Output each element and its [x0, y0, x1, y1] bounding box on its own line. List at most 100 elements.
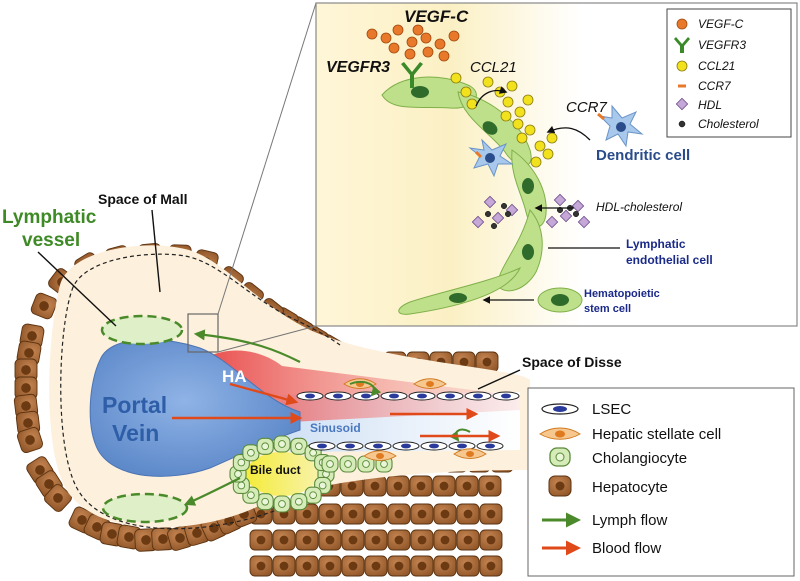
- vegfr3-receptor: [401, 62, 423, 88]
- hepatocyte-nucleus: [256, 561, 266, 571]
- hepatocyte-cell: [410, 529, 434, 551]
- hdl-cholesterol-particles: [471, 193, 591, 229]
- hdl-particle: [471, 215, 485, 229]
- legend-lymph-flow-label: Lymph flow: [592, 512, 667, 529]
- hepatocyte-cell: [14, 376, 38, 400]
- lsec-nucleus: [445, 393, 455, 399]
- hepatocyte-cell: [478, 475, 502, 497]
- inset-panel: VEGF-C VEGFR3 CCL21 CCR7 Dendritic cell …: [315, 2, 798, 327]
- hepatocyte-nucleus: [370, 481, 380, 491]
- bile-duct: [246, 452, 318, 496]
- cholangiocyte-nucleus: [362, 460, 370, 468]
- space-of-mall-label: Space of Mall: [98, 191, 187, 207]
- lsec-nucleus: [333, 393, 343, 399]
- ccl21-dot: [524, 124, 536, 136]
- vegfc-molecules: [366, 24, 460, 62]
- lymph-flow-arrow-lower: [183, 477, 241, 506]
- legend-cholangiocyte-swatch: [549, 447, 571, 467]
- lsec-nucleus: [473, 393, 483, 399]
- dendritic-cell-label: Dendritic cell: [596, 147, 690, 164]
- cholesterol-dot: [491, 222, 498, 229]
- dendritic-cell-left: [468, 138, 514, 178]
- ccl21-dot: [514, 106, 526, 118]
- ccl21-dot: [494, 86, 506, 98]
- ccl21-dot: [530, 156, 542, 168]
- vegfr3-label: VEGFR3: [326, 59, 390, 76]
- hepatocyte-nucleus: [279, 561, 289, 571]
- hepatocyte-cell: [479, 555, 503, 577]
- hepatocyte-nucleus: [371, 561, 381, 571]
- hepatocyte-nucleus: [482, 357, 492, 367]
- vegfc-dot: [404, 48, 416, 60]
- space-of-disse-label: Space of Disse: [522, 354, 622, 370]
- ccl21-dot: [450, 72, 462, 84]
- hepatocyte-nucleus: [486, 509, 496, 519]
- cholesterol-dot: [505, 210, 512, 217]
- hepatocyte-nucleus: [371, 509, 381, 519]
- hepatocyte-nucleus: [394, 535, 404, 545]
- cholangiocyte-nucleus: [278, 500, 286, 508]
- legend-lsec-swatch: [541, 403, 579, 415]
- ccl21-label: CCL21: [470, 59, 517, 76]
- hepatocyte-cell: [295, 555, 319, 577]
- hepatocyte-cell: [341, 529, 365, 551]
- legend-blood-flow-label: Blood flow: [592, 540, 661, 557]
- hepatocyte-nucleus: [348, 561, 358, 571]
- hepatocyte-nucleus: [107, 529, 117, 539]
- ccl21-dot: [502, 96, 514, 108]
- hdl-particle: [491, 211, 505, 225]
- lymphatic-vessel-lower: [101, 492, 189, 524]
- lsec-nucleus: [457, 443, 467, 449]
- hsc-label-1: Hematopoietic: [584, 288, 660, 300]
- hepatocyte-cell: [44, 484, 72, 512]
- hdl-cholesterol-label: HDL-cholesterol: [596, 200, 682, 214]
- hepatocyte-nucleus: [486, 561, 496, 571]
- hepatocyte-nucleus: [348, 509, 358, 519]
- hdl-particle: [577, 215, 591, 229]
- hepatocyte-nucleus: [92, 522, 102, 532]
- hepatocyte-cell: [433, 529, 457, 551]
- legend-hepatocyte-swatch: [548, 475, 572, 497]
- cholangiocyte-nucleus: [237, 481, 246, 490]
- cholangiocyte-nucleus: [247, 491, 255, 500]
- main-legend: LSEC Hepatic stellate cell Cholangiocyte…: [527, 387, 795, 577]
- ccl21-dot: [466, 98, 478, 110]
- hematopoietic-stem-cell-nucleus: [551, 294, 569, 306]
- lsec-nucleus: [389, 393, 399, 399]
- blood-flow-arrow-ha: [229, 382, 299, 406]
- hepatocyte-cell: [433, 555, 457, 577]
- ccl21-dot: [516, 132, 528, 144]
- cholangiocyte-nucleus: [294, 442, 303, 451]
- hepatocyte-nucleus: [302, 535, 312, 545]
- hepatocyte-cell: [387, 503, 411, 525]
- hepatocyte-cell: [363, 475, 387, 497]
- legend-vegfr3-label: VEGFR3: [698, 38, 746, 52]
- hepatocyte-cell: [341, 555, 365, 577]
- cholangiocyte-nucleus: [234, 470, 242, 478]
- hepatocyte-nucleus: [394, 561, 404, 571]
- hepatocyte-nucleus: [302, 509, 312, 519]
- hepatocyte-cell: [318, 503, 342, 525]
- hepatocyte-cell: [456, 529, 480, 551]
- lsec-nucleus: [317, 443, 327, 449]
- hepatocyte-cell: [410, 555, 434, 577]
- hepatocyte-nucleus: [417, 535, 427, 545]
- lsec-nucleus: [345, 443, 355, 449]
- bile-duct-label: Bile duct: [250, 463, 301, 477]
- cholangiocyte-nucleus: [326, 460, 334, 468]
- hepatocyte-nucleus: [416, 481, 426, 491]
- hepatocyte-cell: [364, 529, 388, 551]
- hepatocyte-nucleus: [302, 561, 312, 571]
- hepatocyte-nucleus: [371, 535, 381, 545]
- hepatocyte-nucleus: [124, 532, 134, 542]
- hepatocyte-cell: [387, 529, 411, 551]
- legend-vegfc-swatch: [676, 18, 688, 30]
- hepatocyte-cell: [455, 475, 479, 497]
- hepatocyte-nucleus: [440, 535, 450, 545]
- hepatocyte-nucleus: [279, 535, 289, 545]
- hepatocyte-nucleus: [325, 509, 335, 519]
- space-of-disse-pointer: [477, 369, 521, 390]
- zoom-line-top: [217, 2, 317, 315]
- hdl-particle: [545, 215, 559, 229]
- legend-vegfr3-swatch: [674, 37, 690, 53]
